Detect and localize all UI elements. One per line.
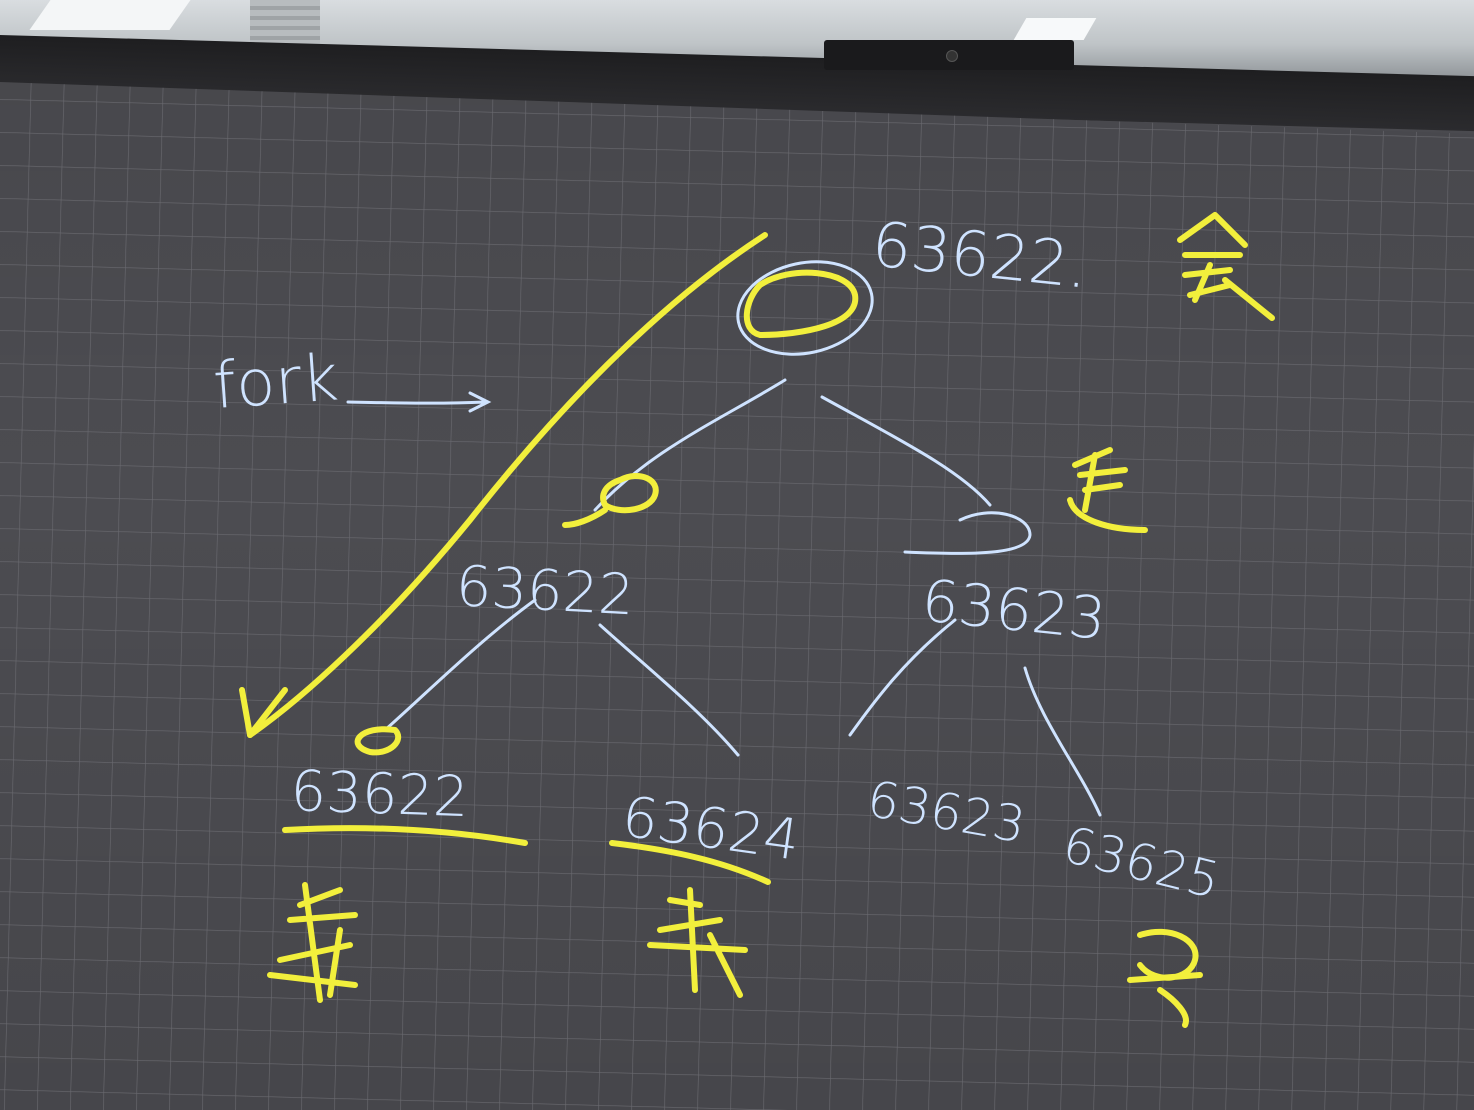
grid-and-ink: fork 63622. 63622 63623 63622 63624 6362… (0, 82, 1474, 1110)
root-node-yellow-circle (743, 269, 859, 338)
leaf1-pid-label: 63622 (290, 759, 470, 830)
whiteboard: fork 63622. 63622 63623 63622 63624 6362… (0, 82, 1474, 1110)
edge-right-leaf4 (1023, 666, 1102, 817)
edge-left-leaf1 (383, 598, 537, 732)
webcam (824, 40, 1074, 70)
edge-left-leaf2 (598, 623, 740, 757)
fork-arrow-icon (346, 391, 492, 413)
leaf1-node-yellow-circle (354, 726, 402, 756)
yellow-arrow-head-icon (239, 687, 288, 738)
root-node-circle (736, 260, 874, 356)
ceiling-light (29, 0, 191, 30)
leaf2-underline (609, 840, 771, 885)
right-node-circle (903, 511, 1032, 555)
edge-root-left (593, 378, 787, 512)
camera-lens-icon (946, 50, 958, 62)
edge-root-right (820, 395, 992, 507)
left-node-yellow-circle (562, 473, 659, 528)
tree-edges (346, 260, 1102, 817)
handwritten-glyph-leaf1 (267, 882, 358, 1003)
fork-label: fork (211, 341, 341, 424)
ceiling-light (1013, 18, 1097, 40)
handwritten-glyph-leaf4 (1127, 928, 1203, 1028)
handwritten-glyph-root (1177, 212, 1275, 321)
handwritten-glyph-leaf2 (647, 887, 748, 998)
handwritten-glyph-right (1067, 447, 1148, 533)
edge-right-leaf3 (848, 618, 957, 737)
yellow-annotations (239, 212, 1275, 1028)
yellow-arrow-line (247, 232, 768, 738)
leaf1-underline (282, 825, 528, 846)
left-child-pid-label: 63622 (454, 554, 635, 628)
grid (0, 82, 1474, 1110)
